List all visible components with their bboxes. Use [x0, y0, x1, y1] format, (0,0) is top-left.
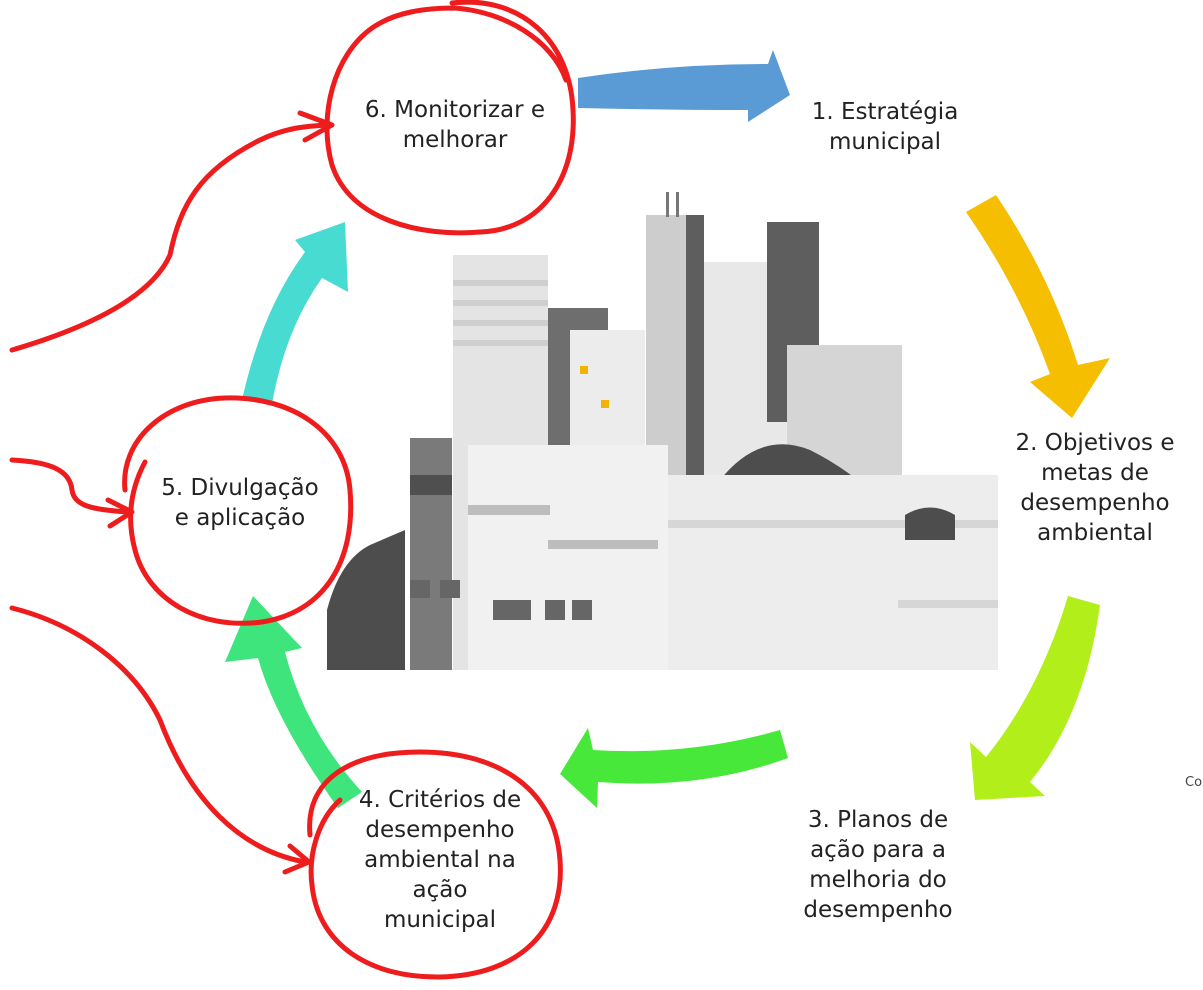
connector-to-s6: [9, 122, 333, 353]
step-label-6: 6. Monitorizar e melhorar: [364, 97, 546, 153]
highlight-circle-s6: [324, 0, 576, 236]
arrowhead-to-s6: [297, 110, 335, 143]
arrow-s2-to-s3: [970, 596, 1100, 800]
arrow-s6-to-s1: [578, 50, 790, 122]
city-illustration: [327, 192, 998, 670]
step-label-4: 4. Critérios de desempenho ambiental na …: [358, 787, 522, 933]
step-label-1: 1. Estratégia municipal: [811, 99, 959, 155]
arrowhead-to-s5: [105, 497, 135, 529]
arrowhead-to-s4: [282, 843, 312, 875]
arrow-s5-to-s6: [242, 222, 348, 404]
step-label-3: 3. Planos de ação para a melhoria do des…: [803, 807, 953, 923]
corner-text: Co: [1185, 775, 1203, 790]
step-label-2: 2. Objetivos e metas de desempenho ambie…: [1015, 430, 1175, 546]
step-label-5: 5. Divulgação e aplicação: [161, 475, 319, 531]
connector-to-s4: [9, 605, 308, 865]
connector-to-s5: [9, 457, 133, 515]
highlight-circle-s4: [307, 749, 563, 980]
arrow-s4-to-s5: [225, 596, 362, 808]
highlight-circle-s5: [122, 395, 354, 626]
highlight-marks: [9, 0, 576, 980]
arrow-s1-to-s2: [966, 195, 1110, 418]
arrow-s3-to-s4: [560, 728, 788, 808]
